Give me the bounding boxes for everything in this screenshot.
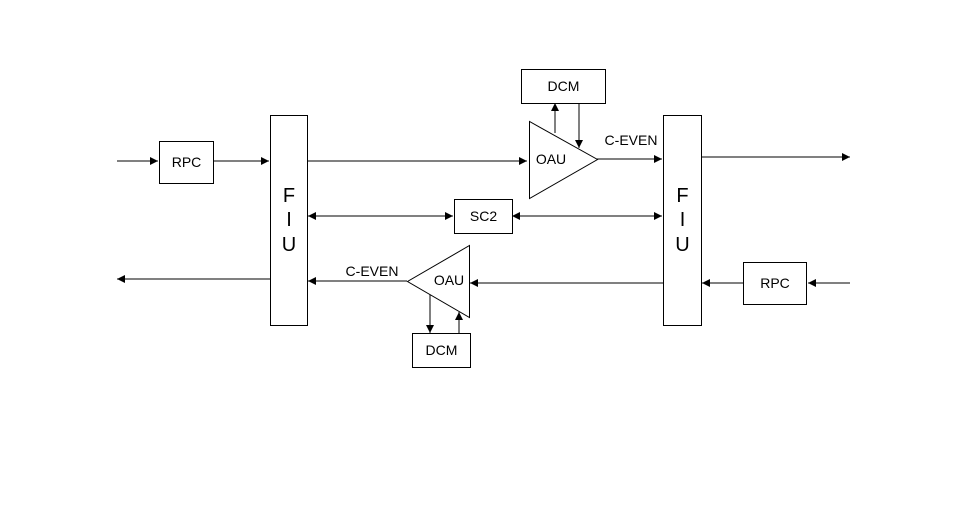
bottom-dcm-block: DCM <box>412 333 471 368</box>
right-fiu-letter-1: F <box>676 185 688 207</box>
bottom-oau-amplifier: OAU <box>406 244 470 319</box>
bottom-dcm-label: DCM <box>426 342 458 358</box>
left-fiu-letter-2: I <box>286 209 292 231</box>
left-fiu-block: F I U <box>270 115 308 326</box>
bottom-oau-label: OAU <box>434 272 464 288</box>
top-oau-label: OAU <box>536 151 566 167</box>
left-rpc-label: RPC <box>172 154 202 170</box>
bottom-channel-label: C-EVEN <box>346 263 399 279</box>
top-dcm-label: DCM <box>548 78 580 94</box>
left-fiu-letter-1: F <box>283 185 295 207</box>
right-fiu-block: F I U <box>663 115 702 326</box>
right-fiu-letter-2: I <box>680 209 686 231</box>
left-rpc-block: RPC <box>159 141 214 184</box>
top-dcm-block: DCM <box>521 69 606 104</box>
left-fiu-letter-3: U <box>282 234 296 256</box>
sc2-label: SC2 <box>470 208 497 224</box>
sc2-block: SC2 <box>454 199 513 234</box>
right-rpc-label: RPC <box>760 275 790 291</box>
top-channel-label: C-EVEN <box>605 132 658 148</box>
right-rpc-block: RPC <box>743 262 807 305</box>
right-fiu-letter-3: U <box>675 234 689 256</box>
top-oau-amplifier: OAU <box>529 120 599 200</box>
